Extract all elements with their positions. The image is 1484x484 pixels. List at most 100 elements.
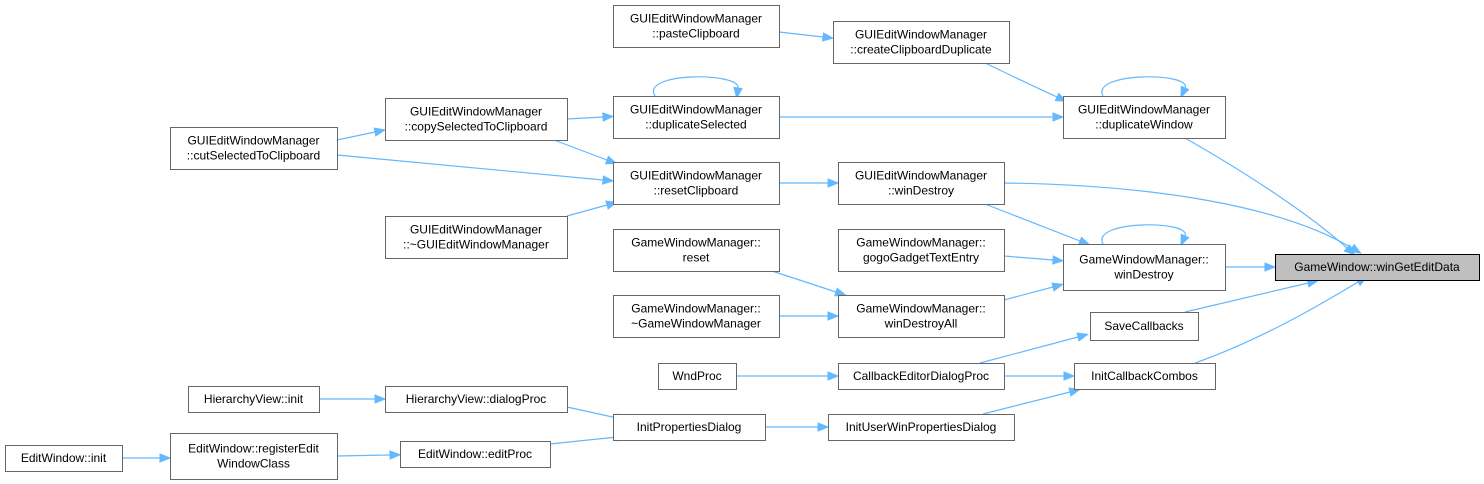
edge-line xyxy=(1101,76,1186,97)
edge-gwmDtor-to-gwmDestroyAll xyxy=(779,311,840,321)
node-label: ::cutSelectedToClipboard xyxy=(187,149,320,163)
node-box[interactable] xyxy=(5,445,123,472)
arrowhead-icon xyxy=(602,112,615,122)
node-label: ::createClipboardDuplicate xyxy=(850,43,992,57)
node-cbDlgProc[interactable]: CallbackEditorDialogProc xyxy=(838,363,1005,390)
node-label: ::~GUIEditWindowManager xyxy=(403,238,549,252)
node-box[interactable] xyxy=(838,363,1005,390)
node-box[interactable] xyxy=(170,127,338,170)
node-resetClip[interactable]: GUIEditWindowManager::resetClipboard xyxy=(613,162,780,205)
node-box[interactable] xyxy=(1063,244,1226,291)
arrowhead-icon xyxy=(733,86,743,100)
arrowhead-icon xyxy=(389,450,402,460)
node-guiDtor[interactable]: GUIEditWindowManager::~GUIEditWindowMana… xyxy=(385,216,568,259)
arrowhead-icon xyxy=(1052,255,1065,265)
arrowhead-icon xyxy=(834,287,847,297)
edge-dupSel-to-dupSel xyxy=(652,76,743,100)
node-label: HierarchyView::init xyxy=(204,392,304,406)
edge-cbDlgProc-to-saveCb xyxy=(979,332,1089,364)
edge-line xyxy=(979,336,1079,364)
node-ewEditProc[interactable]: EditWindow::editProc xyxy=(400,441,551,468)
node-box[interactable] xyxy=(613,414,766,441)
node-initUserWin[interactable]: InitUserWinPropertiesDialog xyxy=(828,414,1015,441)
node-label: EditWindow::registerEdit xyxy=(188,442,319,456)
edge-line xyxy=(982,391,1071,415)
node-box[interactable] xyxy=(613,5,780,48)
arrowhead-icon xyxy=(827,311,840,321)
node-initCbCombos[interactable]: InitCallbackCombos xyxy=(1074,363,1216,390)
node-label: WndProc xyxy=(672,369,721,383)
edge-dupWin-to-root xyxy=(1184,137,1356,256)
node-dupSel[interactable]: GUIEditWindowManager::duplicateSelected xyxy=(613,96,780,139)
edge-line xyxy=(336,154,604,181)
edge-line xyxy=(1184,137,1348,249)
node-box[interactable] xyxy=(658,363,737,390)
node-root[interactable]: GameWindow::winGetEditData xyxy=(1275,254,1480,281)
node-box[interactable] xyxy=(838,162,1005,205)
node-label: GUIEditWindowManager xyxy=(1078,103,1210,117)
node-label: GUIEditWindowManager xyxy=(187,134,319,148)
edge-line xyxy=(1184,282,1309,313)
node-box[interactable] xyxy=(170,433,338,480)
node-box[interactable] xyxy=(613,295,780,338)
node-box[interactable] xyxy=(613,229,780,272)
arrowhead-icon xyxy=(1264,262,1277,272)
node-cutSel[interactable]: GUIEditWindowManager::cutSelectedToClipb… xyxy=(170,127,338,170)
node-box[interactable] xyxy=(188,386,320,413)
node-label: ::winDestroy xyxy=(888,184,954,198)
node-hvInit[interactable]: HierarchyView::init xyxy=(188,386,320,413)
node-box[interactable] xyxy=(385,216,568,259)
arrowhead-icon xyxy=(1180,233,1190,247)
node-box[interactable] xyxy=(833,21,1010,64)
edge-line xyxy=(984,203,1081,242)
edge-createDup-to-dupWin xyxy=(984,62,1068,102)
node-label: GameWindowManager:: xyxy=(631,302,760,316)
node-gwmWinDestroy[interactable]: GameWindowManager::winDestroy xyxy=(1063,244,1226,291)
node-copySel[interactable]: GUIEditWindowManager::copySelectedToClip… xyxy=(385,98,568,141)
node-gwmDtor[interactable]: GameWindowManager::~GameWindowManager xyxy=(613,295,780,338)
node-box[interactable] xyxy=(385,98,568,141)
arrowhead-icon xyxy=(1349,243,1362,254)
node-hvDlgProc[interactable]: HierarchyView::dialogProc xyxy=(385,386,568,413)
node-ewInit[interactable]: EditWindow::init xyxy=(5,445,123,472)
node-label: ::copySelectedToClipboard xyxy=(405,120,548,134)
node-label: ::duplicateSelected xyxy=(645,118,746,132)
node-box[interactable] xyxy=(838,229,1005,272)
edge-dupWin-to-dupWin xyxy=(1101,76,1190,99)
node-createDup[interactable]: GUIEditWindowManager::createClipboardDup… xyxy=(833,21,1010,64)
node-gogo[interactable]: GameWindowManager::gogoGadgetTextEntry xyxy=(838,229,1005,272)
node-box[interactable] xyxy=(400,441,551,468)
node-gwmReset[interactable]: GameWindowManager::reset xyxy=(613,229,780,272)
node-paste[interactable]: GUIEditWindowManager::pasteClipboard xyxy=(613,5,780,48)
node-label: winDestroy xyxy=(1113,268,1173,282)
node-box[interactable] xyxy=(1090,312,1199,341)
arrowhead-icon xyxy=(604,155,618,165)
node-label: EditWindow::editProc xyxy=(418,447,532,461)
edge-gwmWinDestroy-to-gwmWinDestroy xyxy=(1101,224,1190,247)
edge-line xyxy=(1194,281,1359,364)
node-guiWinDestroy[interactable]: GUIEditWindowManager::winDestroy xyxy=(838,162,1005,205)
node-box[interactable] xyxy=(613,96,780,139)
node-box[interactable] xyxy=(838,295,1005,338)
node-box[interactable] xyxy=(385,386,568,413)
node-box[interactable] xyxy=(1063,96,1226,139)
edge-line xyxy=(566,406,618,419)
node-box[interactable] xyxy=(613,162,780,205)
node-box[interactable] xyxy=(1074,363,1216,390)
node-dupWin[interactable]: GUIEditWindowManager::duplicateWindow xyxy=(1063,96,1226,139)
arrowhead-icon xyxy=(1063,371,1076,381)
arrowhead-icon xyxy=(1180,85,1190,99)
node-initPropDlg[interactable]: InitPropertiesDialog xyxy=(613,414,766,441)
node-wndProc[interactable]: WndProc xyxy=(658,363,737,390)
edge-dupSel-to-dupWin xyxy=(779,112,1065,122)
arrowhead-icon xyxy=(1076,332,1089,342)
node-gwmDestroyAll[interactable]: GameWindowManager::winDestroyAll xyxy=(838,295,1005,338)
node-label: GUIEditWindowManager xyxy=(410,223,542,237)
edge-wndProc-to-cbDlgProc xyxy=(736,371,840,381)
node-box[interactable] xyxy=(1275,254,1480,281)
node-label: InitCallbackCombos xyxy=(1091,369,1198,383)
node-saveCb[interactable]: SaveCallbacks xyxy=(1090,312,1199,341)
node-box[interactable] xyxy=(828,414,1015,441)
